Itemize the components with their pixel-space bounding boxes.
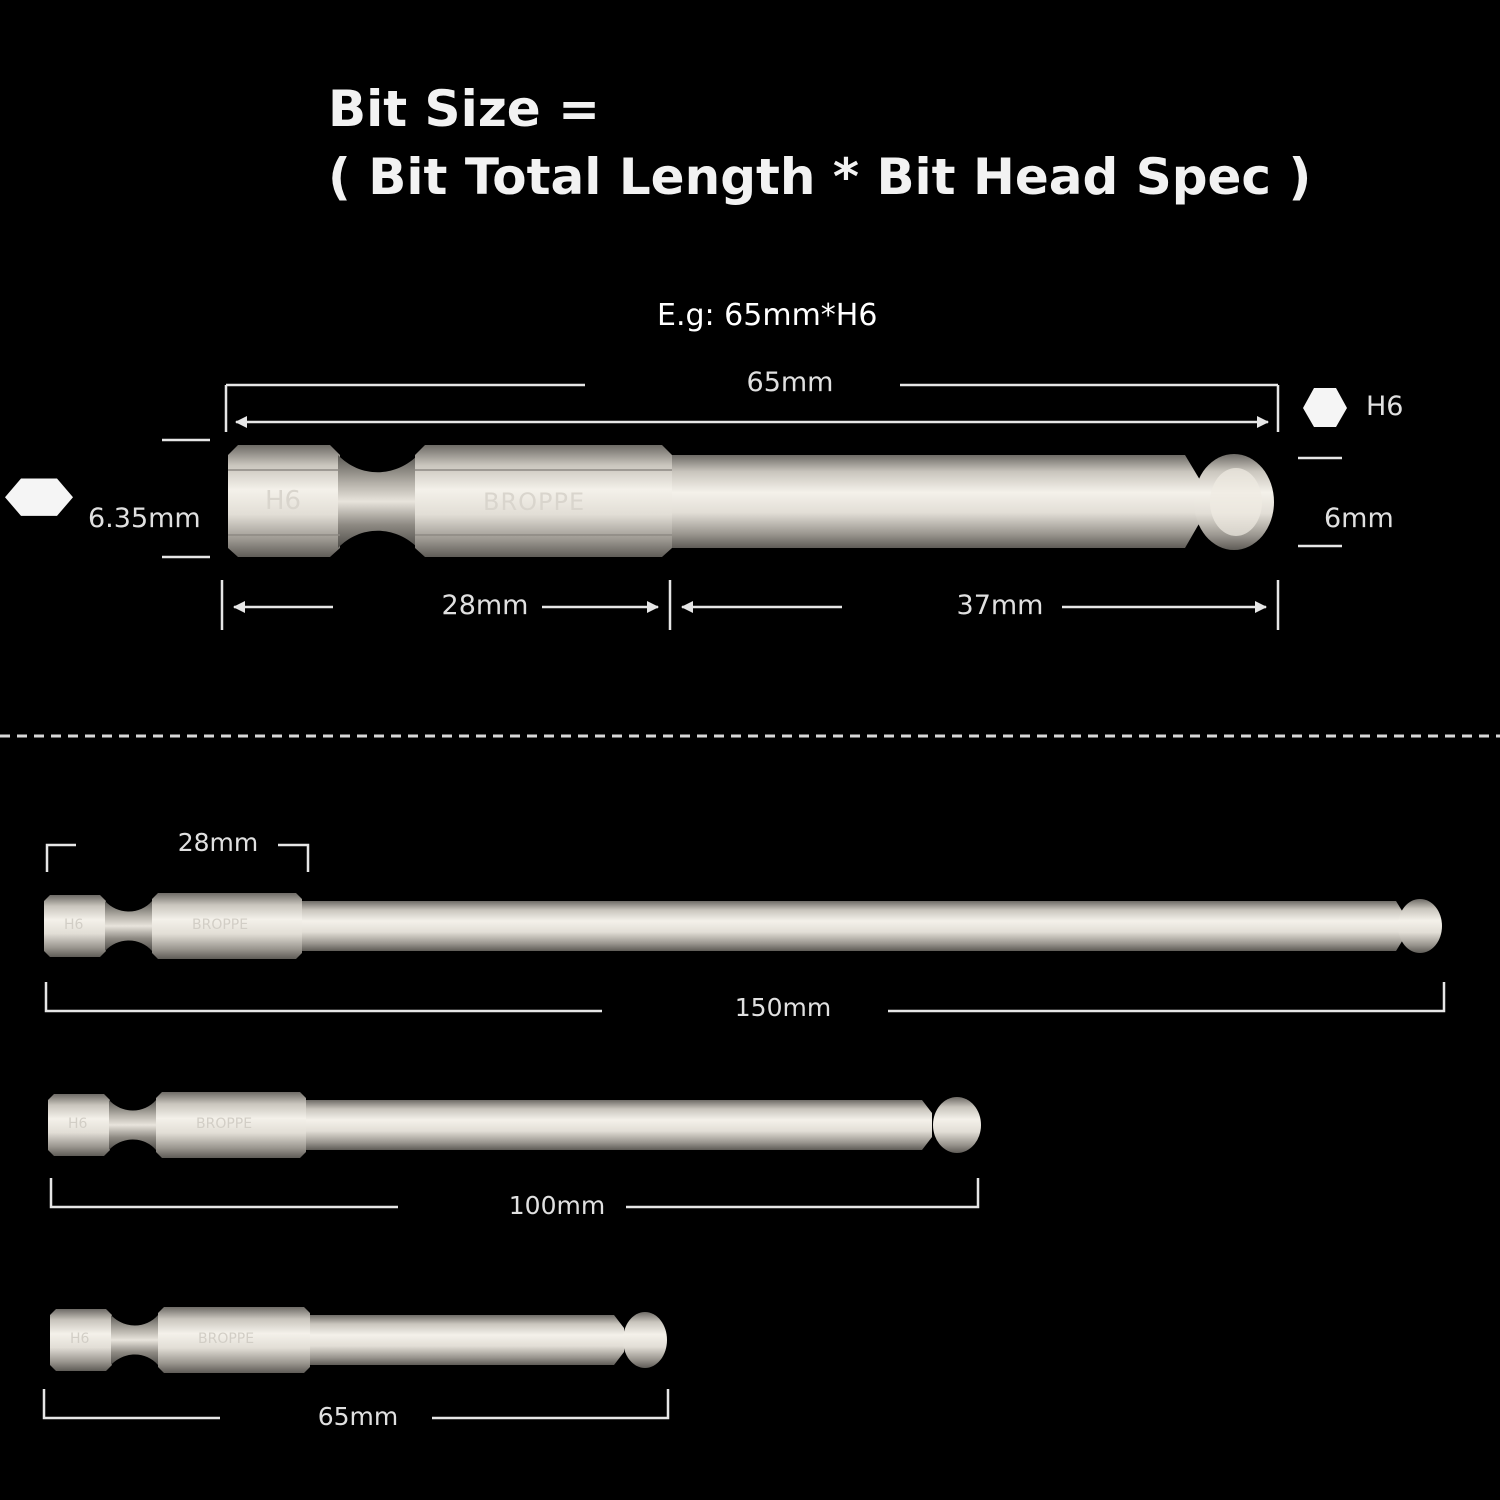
formula-line-2: ( Bit Total Length * Bit Head Spec ) — [328, 148, 1312, 206]
example-hex-tip — [1158, 455, 1200, 548]
hexagon-icon — [5, 478, 73, 516]
example-head-marking: H6 — [265, 486, 302, 516]
example-head-spec: H6 — [1366, 391, 1404, 422]
example-shank-size: 6.35mm — [88, 503, 201, 534]
example-shank-length: 28mm — [441, 590, 529, 621]
formula-line-1: Bit Size = — [328, 80, 601, 138]
variant-150-shank-length: 28mm — [177, 828, 259, 857]
example-hex-body — [415, 445, 672, 557]
variant-150-brand: BROPPE — [192, 917, 249, 933]
variant-100-length: 100mm — [508, 1191, 606, 1220]
variant-bit-100 — [48, 1092, 981, 1158]
variant-65-head-marking: H6 — [70, 1331, 90, 1347]
variant-bit-150 — [44, 893, 1442, 959]
example-dimensions — [162, 383, 1342, 630]
hexagon-small-icon — [1303, 388, 1347, 427]
example-label: E.g: 65mm*H6 — [657, 298, 878, 333]
variant-150-dimensions — [44, 843, 1446, 1013]
variant-150-length: 150mm — [734, 993, 832, 1022]
variant-100-brand: BROPPE — [196, 1116, 253, 1132]
example-neck — [338, 455, 418, 548]
variant-65-dimensions — [42, 1389, 670, 1420]
example-bit — [228, 445, 1274, 557]
variant-150-head-marking: H6 — [64, 917, 84, 933]
example-tip-size: 6mm — [1324, 503, 1394, 534]
example-shaft — [672, 455, 1172, 548]
example-brand-marking: BROPPE — [483, 488, 586, 516]
variant-bit-65 — [50, 1307, 667, 1373]
example-shaft-length: 37mm — [956, 590, 1044, 621]
example-hex-shank — [228, 445, 340, 557]
variant-100-dimensions — [49, 1178, 980, 1209]
variant-100-head-marking: H6 — [68, 1116, 88, 1132]
example-total-length: 65mm — [746, 367, 834, 398]
variant-65-length: 65mm — [317, 1402, 399, 1431]
variant-65-brand: BROPPE — [198, 1331, 255, 1347]
